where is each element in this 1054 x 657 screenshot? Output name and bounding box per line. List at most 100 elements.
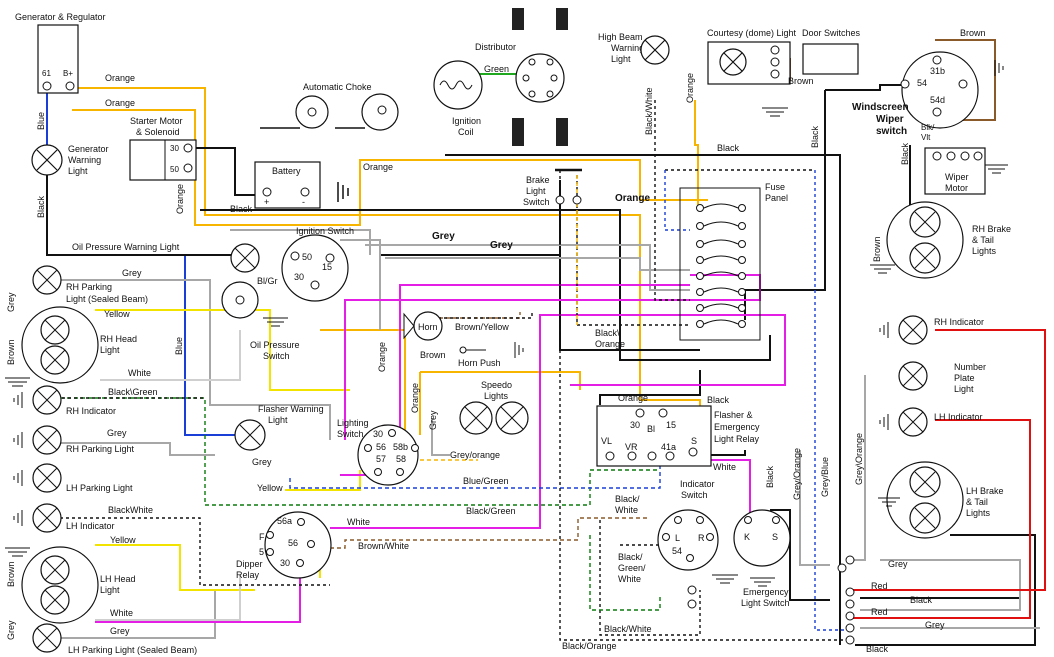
brake-sw-label-2: Light xyxy=(526,186,546,196)
plate-label-1: Number xyxy=(954,362,986,372)
ground-icon xyxy=(870,264,895,274)
number-plate-light: Number Plate Light xyxy=(898,361,986,394)
ls-t58b: 58b xyxy=(393,442,408,452)
wiper-t54: 54 xyxy=(917,78,927,88)
wire-label: Orange xyxy=(618,393,648,403)
terminal-icon xyxy=(183,163,193,173)
lh-head-label-2: Light xyxy=(100,585,120,595)
dashed-wires xyxy=(60,100,850,641)
relay-bl: Bl xyxy=(647,424,655,434)
brake-sw-label-3: Switch xyxy=(523,197,550,207)
gen-terminal-bplus: B+ xyxy=(63,69,73,78)
wiper-t31b: 31b xyxy=(930,66,945,76)
dipper-relay-icon xyxy=(264,511,332,579)
ignition-switch: Ignition Switch 50 15 30 xyxy=(281,226,354,302)
wire-label: Black xyxy=(230,204,253,214)
rh-head-label-2: Light xyxy=(100,345,120,355)
ground-icons xyxy=(5,60,1008,587)
battery-minus: - xyxy=(302,197,305,207)
coil-label-2: Coil xyxy=(458,127,474,137)
wiper-blk: Blk/ xyxy=(921,123,935,132)
indicator-switch: Indicator Switch L R 54 xyxy=(657,479,719,571)
starter-t50: 50 xyxy=(170,165,179,174)
dipper-t56a: 56a xyxy=(277,516,292,526)
wire-label: Brown xyxy=(6,339,16,365)
blue-wire-2 xyxy=(184,255,248,436)
wire-label: Black/Orange xyxy=(562,641,617,651)
battery-label: Battery xyxy=(272,166,301,176)
wire-label: Brown xyxy=(872,236,882,262)
lh-park-l-label: LH Parking Light xyxy=(66,483,133,493)
lh-park-sb-label: LH Parking Light (Sealed Beam) xyxy=(68,645,197,655)
horn-brown-label: Brown xyxy=(420,350,446,360)
wire-label: Orange xyxy=(595,339,625,349)
speedo-label-1: Speedo xyxy=(481,380,512,390)
rh-brake-label-3: Lights xyxy=(972,246,997,256)
ground-icon xyxy=(13,510,23,526)
spark-plug-icon xyxy=(512,118,524,146)
lh-head-label-1: LH Head xyxy=(100,574,136,584)
high-beam-warning-light: High Beam Warning Light xyxy=(598,32,670,65)
wire-label: Grey xyxy=(888,559,908,569)
flasher-lamp-label-1: Flasher Warning xyxy=(258,404,324,414)
red-wire-2 xyxy=(850,419,1031,619)
ground-icon xyxy=(712,574,738,584)
ground-icon xyxy=(13,392,23,408)
door-switch-box xyxy=(802,43,859,75)
wire-label: Black/Green xyxy=(466,506,516,516)
ground-icon xyxy=(994,60,1004,76)
terminal-icon xyxy=(183,143,193,153)
relay-s: S xyxy=(691,436,697,446)
wire-label: Black xyxy=(810,125,820,148)
wire-label: Red xyxy=(871,607,888,617)
rh-brake-label-2: & Tail xyxy=(972,235,994,245)
plate-label-2: Plate xyxy=(954,373,975,383)
emergency-light-switch: K S Emergency Light Switch xyxy=(733,509,791,608)
ground-icon xyxy=(985,164,1008,174)
rh-brake-label-1: RH Brake xyxy=(972,224,1011,234)
ignition-label: Ignition Switch xyxy=(296,226,354,236)
wire-label: Grey xyxy=(110,626,130,636)
rh-park-sb-label-1: RH Parking xyxy=(66,282,112,292)
wire-label: Black xyxy=(36,195,46,218)
rh-park-sb-label-2: Light (Sealed Beam) xyxy=(66,294,148,304)
terminal-icon xyxy=(307,107,317,117)
wire-label: Blue/Green xyxy=(463,476,509,486)
rh-indicator-right: RH Indicator xyxy=(898,315,984,345)
orange-wires xyxy=(72,87,708,440)
lh-brake-housing xyxy=(886,461,964,539)
emerg-k: K xyxy=(744,532,750,542)
ls-t58: 58 xyxy=(396,454,406,464)
generator-box xyxy=(37,24,79,94)
wire-label: White xyxy=(128,368,151,378)
wire-label: Yellow xyxy=(104,309,130,319)
ground-icon xyxy=(13,470,23,486)
flasher-emergency-relay: 30 15 VL VR Bl 41a S Flasher & Emergency… xyxy=(596,405,760,467)
lh-ind-l-label: LH Indicator xyxy=(66,521,115,531)
wire-label: Red xyxy=(871,581,888,591)
fuse-label-1: Fuse xyxy=(765,182,785,192)
relay-t15: 15 xyxy=(666,420,676,430)
wire-label: White xyxy=(615,505,638,515)
coil-label-1: Ignition xyxy=(452,116,481,126)
dipper-tf: F xyxy=(259,532,265,542)
generator-title: Generator & Regulator xyxy=(15,12,106,22)
generator-regulator: Generator & Regulator 61 B+ xyxy=(15,12,106,94)
wire-label: Orange xyxy=(615,193,650,204)
lh-brake-label-1: LH Brake xyxy=(966,486,1004,496)
courtesy-brown-label: Brown xyxy=(788,76,814,86)
wire-label: Green/ xyxy=(618,563,646,573)
indicator-switch-icon xyxy=(657,509,719,571)
lighting-switch: Lighting Switch 30 56 58b 57 58 xyxy=(337,418,419,486)
battery-box xyxy=(254,161,321,209)
starter-motor: Starter Motor & Solenoid 30 50 xyxy=(129,116,197,181)
wiper-motor-label-1: Wiper xyxy=(945,172,969,182)
horn-push-label: Horn Push xyxy=(458,358,501,368)
terminal-icon xyxy=(377,105,387,115)
wire-label: Black/ xyxy=(618,552,643,562)
wire-label: Grey xyxy=(428,410,438,430)
ground-icon xyxy=(263,317,288,327)
wire-label: Grey xyxy=(107,428,127,438)
wire-label: Orange xyxy=(410,383,420,413)
wire-label: Grey xyxy=(122,268,142,278)
